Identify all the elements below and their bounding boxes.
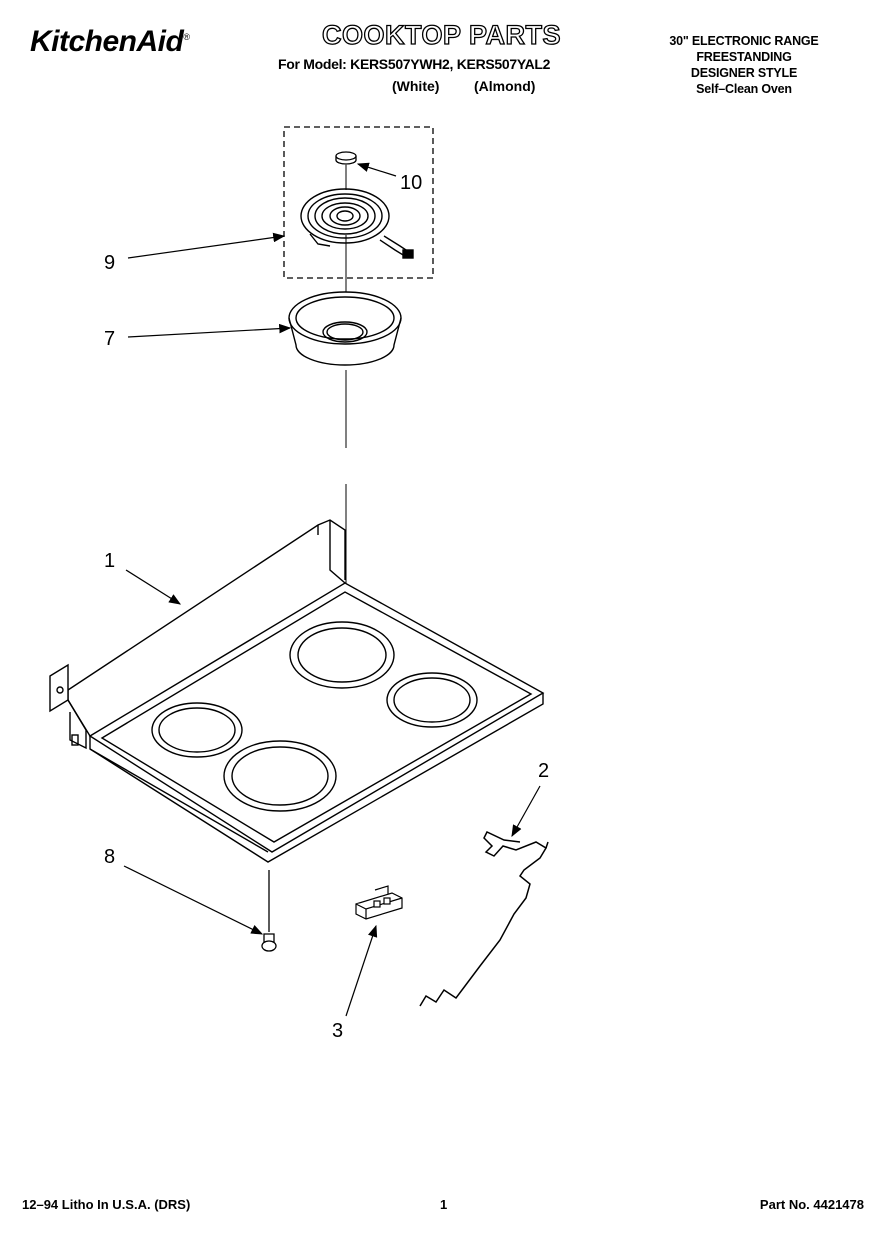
callout-9: 9 (104, 252, 116, 274)
footer-litho: 12–94 Litho In U.S.A. (DRS) (22, 1197, 191, 1212)
spec-line-4: Self–Clean Oven (696, 82, 792, 96)
spec-line-3: DESIGNER STYLE (690, 66, 798, 80)
callout-8: 8 (104, 846, 116, 868)
callout-3: 3 (332, 1020, 344, 1042)
footer-page-number: 1 (440, 1197, 448, 1212)
wire-support-part (419, 831, 549, 1007)
footer-part-number: Part No. 4421478 (759, 1197, 864, 1212)
callout-7: 7 (104, 328, 116, 350)
callout-2: 2 (538, 760, 550, 782)
surface-element-part (300, 188, 414, 259)
model-line: For Model: KERS507YWH2, KERS507YAL2 (278, 56, 551, 72)
cooktop-panel-part (49, 519, 545, 863)
terminal-block-part (355, 885, 403, 920)
spec-block: 30" ELECTRONIC RANGE FREESTANDING DESIGN… (624, 33, 864, 97)
callout-10: 10 (400, 172, 423, 194)
color-white-label: (White) (392, 78, 440, 94)
brand-logo: KitchenAid® (30, 25, 190, 58)
drip-bowl-part (288, 291, 402, 366)
cap-part (335, 151, 357, 165)
callout-1: 1 (104, 550, 116, 572)
spec-line-1: 30" ELECTRONIC RANGE (669, 34, 819, 48)
color-almond-label: (Almond) (474, 78, 536, 94)
leader-lines (123, 162, 541, 1017)
element-group-box (283, 126, 434, 279)
page-title: COOKTOP PARTS (321, 19, 562, 50)
screw-part (261, 870, 277, 952)
spec-line-2: FREESTANDING (696, 50, 792, 64)
